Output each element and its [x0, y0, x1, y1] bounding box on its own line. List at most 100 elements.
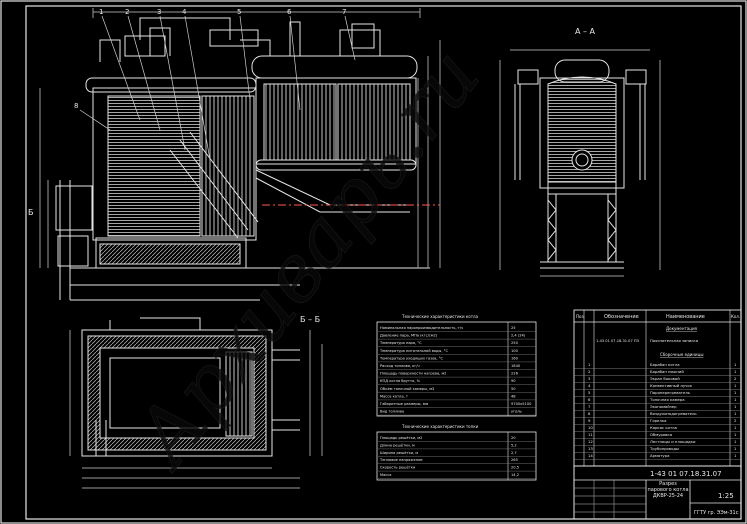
tech-label: Площадь поверхности нагрева, м2 [380, 372, 446, 376]
spec-qty: 1 [734, 453, 737, 458]
spec-row: 7 Экономайзер 1 [574, 404, 741, 411]
spec-pos: 8 [588, 411, 591, 416]
spec-pos: 3 [588, 376, 591, 381]
spec-name: Каркас котла [650, 425, 677, 430]
tech-value: 25 [511, 326, 516, 330]
callout-7: 7 [342, 8, 346, 16]
cut-marker-b: Б [28, 208, 34, 217]
tech-row: КПД котла брутто, % 90 [378, 379, 536, 385]
tech-value: 50 [511, 387, 516, 391]
furnace-label: Длина решётки, м [380, 443, 415, 447]
spec-qty: 1 [734, 369, 737, 374]
tech-value: 90 [511, 379, 516, 383]
spec-pos: 4 [588, 383, 591, 388]
spec-pos: 7 [588, 404, 591, 409]
furnace-value: 5,2 [511, 443, 517, 447]
tech-label: Температура питательной воды, °С [379, 349, 448, 353]
tech-label: Расход топлива, кг/ч [380, 364, 420, 368]
tech-label: Габаритные размеры, мм [380, 402, 428, 406]
spec-name: Лестницы и площадки [650, 439, 696, 444]
spec-qty: 2 [734, 376, 737, 381]
spec-qty: 1 [734, 411, 737, 416]
spec-col-pos: Поз. [576, 314, 585, 319]
tech-label: Масса котла, т [380, 394, 408, 398]
spec-pos: 9 [588, 418, 591, 423]
furnace-label: Тепловое напряжение [379, 458, 423, 462]
callout-8: 8 [74, 102, 78, 110]
spec-name: Горелка [650, 418, 666, 423]
callout-leaders [79, 15, 356, 161]
tech-row: Расход топлива, кг/ч 1840 [378, 364, 536, 370]
spec-table: Поз. Обозначение Наименование Кол. Докум… [573, 309, 742, 467]
furnace-label: Площадь решётки, м2 [380, 436, 422, 440]
title-scale: 1:25 [718, 492, 734, 500]
tech-value: уголь [511, 410, 522, 414]
spec-qty: 1 [734, 432, 737, 437]
tech-table-rows: Номинальная паропроизводительность, т/ч 2… [378, 326, 536, 416]
spec-doc-name: Пояснительная записка [650, 338, 698, 343]
furnace-label: Скорость решётки [380, 466, 416, 470]
spec-name: Обмуровка [650, 432, 672, 437]
furnace-label: Ширина решётки, м [380, 451, 418, 455]
tech-label: Вид топлива [380, 410, 404, 414]
tech-value: 226 [511, 372, 519, 376]
spec-pos: 6 [588, 397, 591, 402]
furnace-value: 20,5 [511, 466, 519, 470]
spec-qty: 1 [734, 404, 737, 409]
spec-qty: 1 [734, 425, 737, 430]
spec-qty: 1 [734, 362, 737, 367]
spec-col-qty: Кол. [731, 314, 740, 319]
tech-value: 1840 [511, 364, 521, 368]
spec-name: Экономайзер [650, 404, 677, 409]
furnace-value: 14,2 [511, 473, 519, 477]
spec-pos: 12 [588, 439, 593, 444]
spec-name: Барабан котла [650, 362, 680, 367]
spec-doc-code: 1-43 01 07.18.31.07 ПЗ [596, 339, 640, 343]
tech-table: Технические характеристики котла Номинал… [376, 314, 537, 417]
tech-label: Номинальная паропроизводительность, т/ч [380, 326, 463, 330]
tech-value: 2,4 (24) [511, 334, 526, 338]
tech-label: Объём топочной камеры, м3 [380, 387, 434, 391]
spec-row: 1 Барабан котла 1 [574, 362, 741, 369]
title-org: ГГТУ гр. ЭЭм-31с [694, 510, 739, 516]
spec-pos: 10 [588, 425, 593, 430]
tech-label: Температура пара, °С [379, 341, 422, 345]
spec-qty: 1 [734, 446, 737, 451]
tech-value: 250 [511, 341, 519, 345]
spec-pos: 5 [588, 390, 591, 395]
spec-pos: 14 [588, 453, 593, 458]
furnace-row: Ширина решётки, м 2,7 [378, 451, 536, 457]
plan-view-bb [69, 317, 323, 489]
callout-6: 6 [287, 8, 292, 16]
spec-section-units: Сборочные единицы [660, 352, 703, 357]
spec-name: Барабан нижний [650, 369, 684, 374]
spec-pos: 1 [588, 362, 591, 367]
tech-row: Вид топлива уголь [378, 410, 536, 416]
spec-row: 12 Лестницы и площадки 1 [574, 439, 741, 446]
callout-5: 5 [237, 8, 241, 16]
furnace-value: 2,7 [511, 451, 517, 455]
spec-qty: 1 [734, 439, 737, 444]
drawing-border [25, 5, 742, 520]
furnace-row: Скорость решётки 20,5 [378, 466, 536, 472]
spec-qty: 1 [734, 397, 737, 402]
title-block: 1-43 01 07.18.31.07 Разрез парового котл… [573, 465, 742, 520]
tech-label: КПД котла брутто, % [380, 379, 421, 383]
tech-label: Давление пара, МПа (кгс/см2) [380, 334, 438, 338]
cut-label-bb: Б – Б [300, 315, 320, 324]
callout-2: 2 [125, 8, 129, 16]
section-aa-view [499, 49, 661, 277]
tech-value: 100 [511, 349, 519, 353]
spec-qty: 1 [734, 390, 737, 395]
tech-label: Температура уходящих газов, °С [379, 356, 443, 360]
callout-numbers: 1 2 3 4 5 6 7 8 [74, 8, 346, 110]
